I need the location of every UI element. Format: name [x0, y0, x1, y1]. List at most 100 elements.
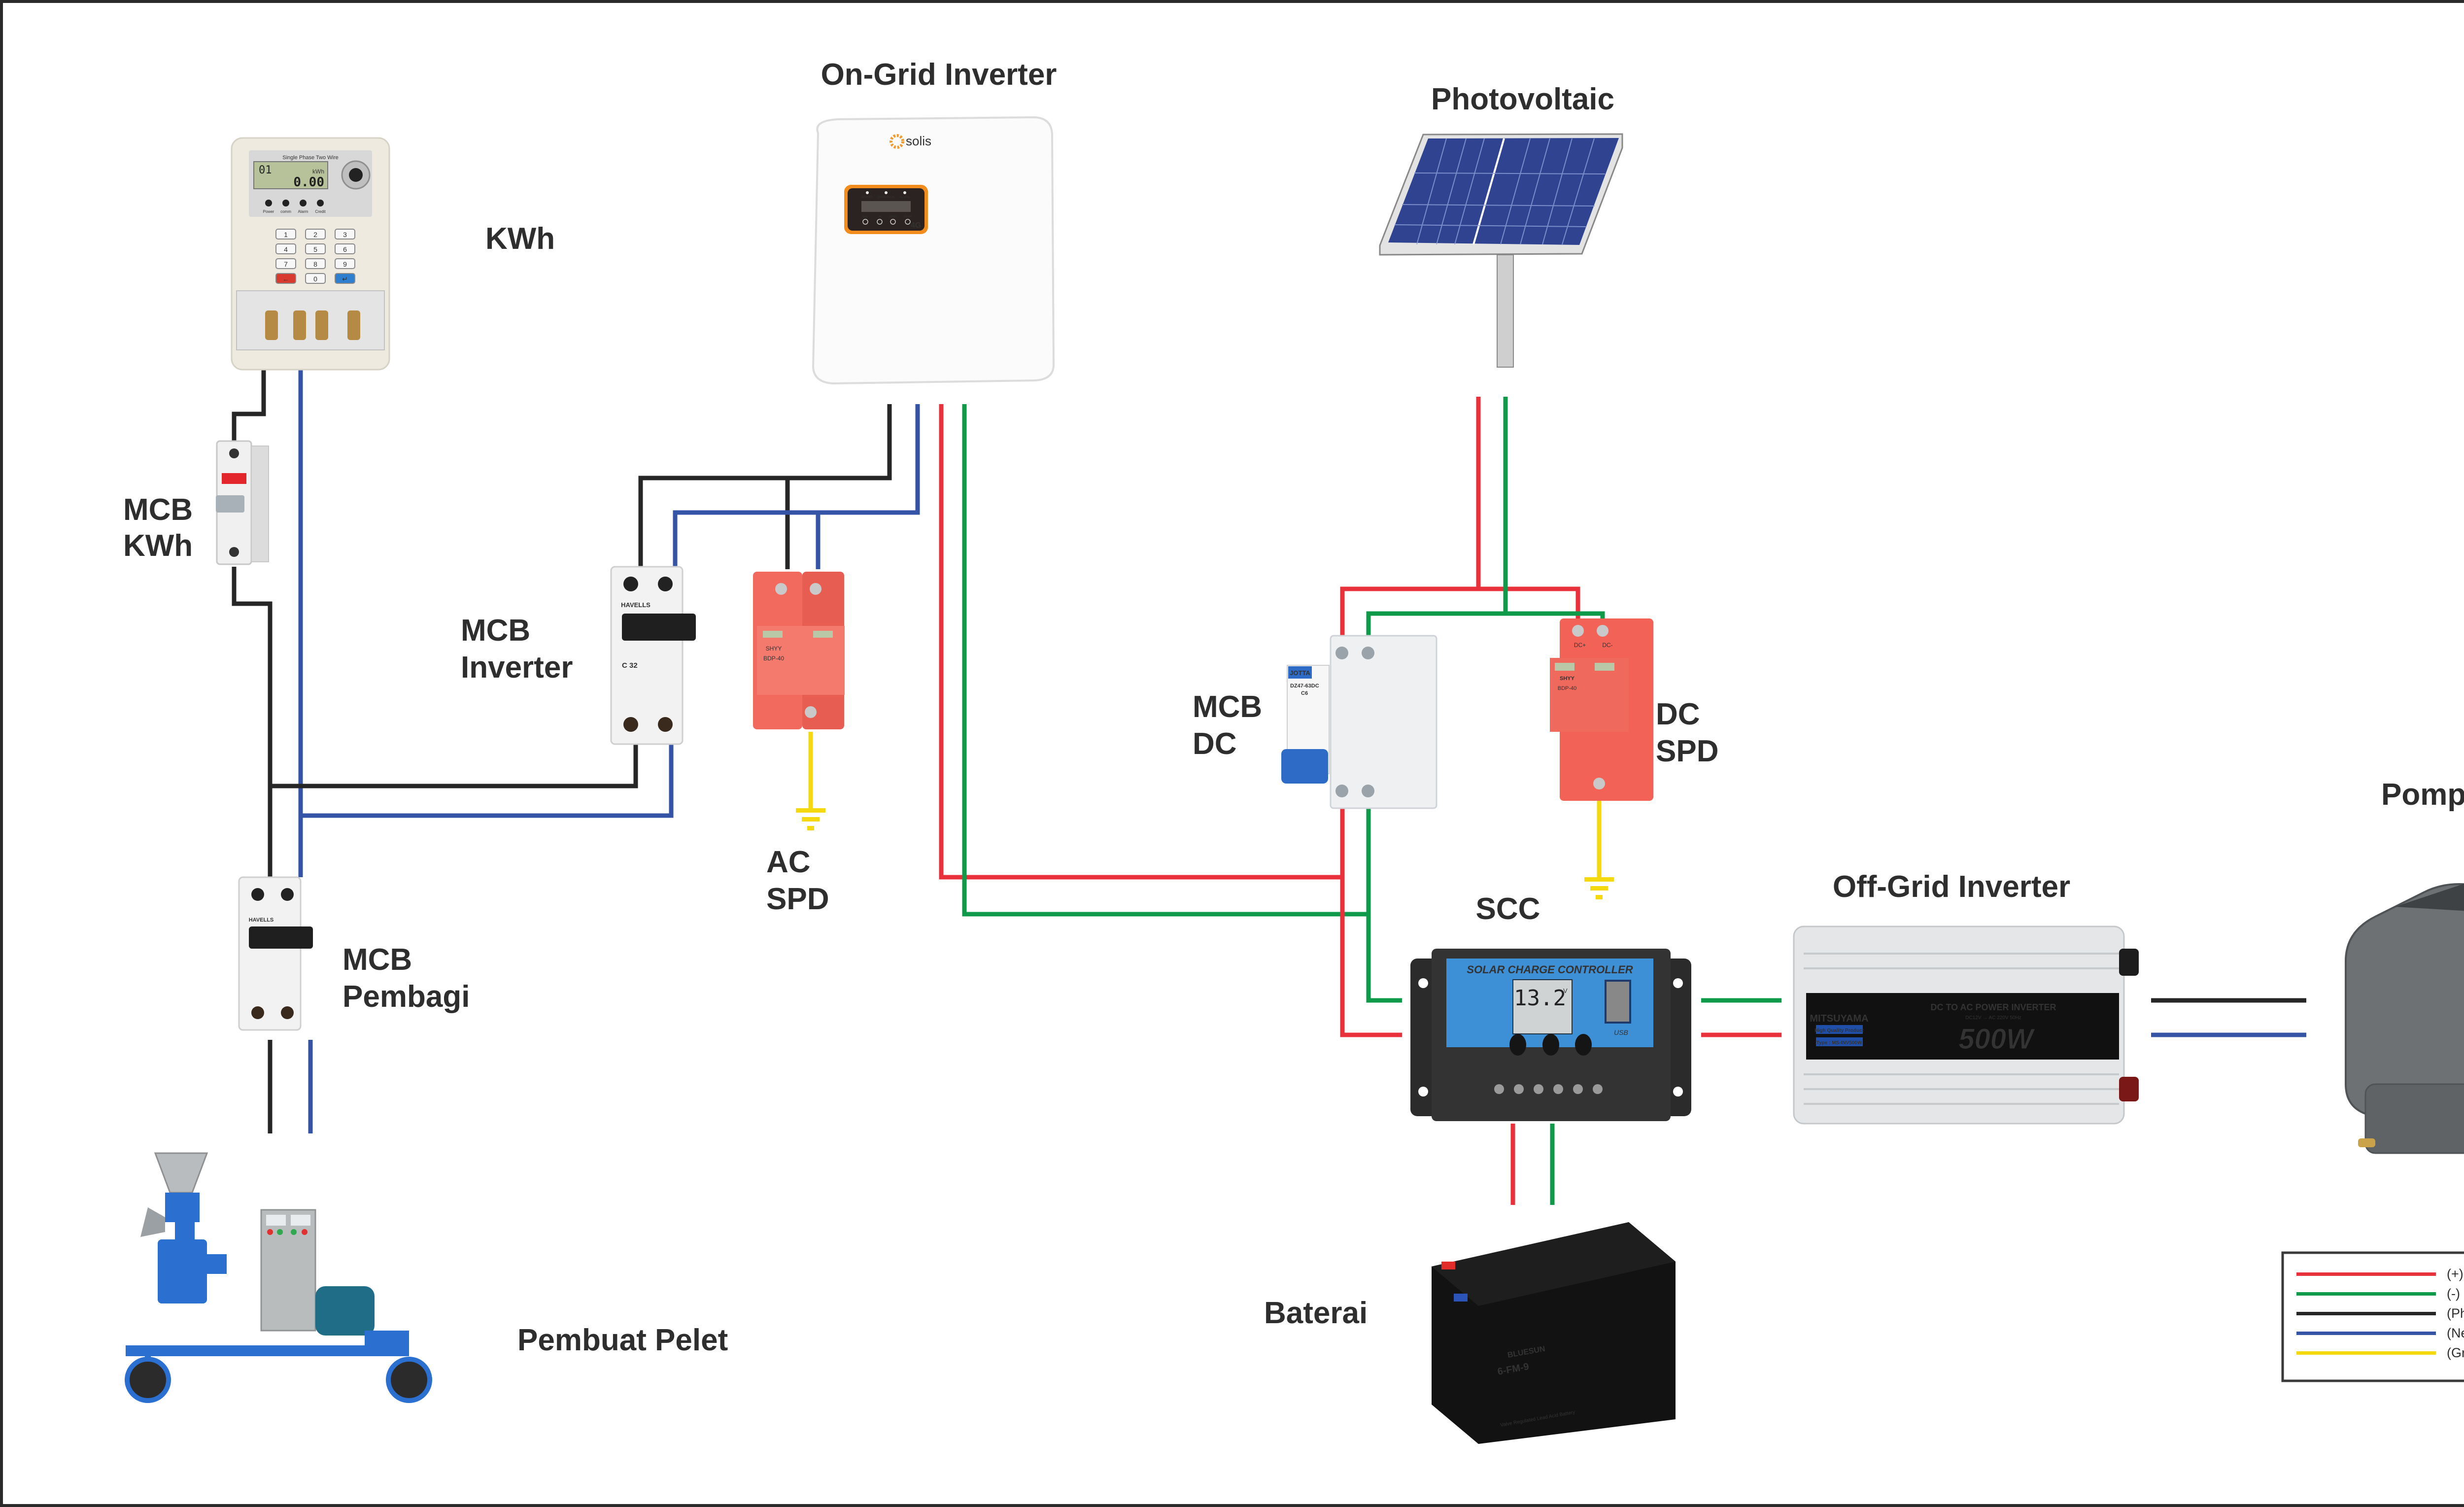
pellet-motor	[315, 1286, 375, 1336]
kwh-key: 0	[305, 273, 326, 284]
ongrid-button-label: ENTER	[904, 215, 912, 218]
legend-item-negative: (-)	[2296, 1286, 2460, 1301]
ongrid-button-label: UP	[878, 215, 882, 218]
kwh-key: ↵	[335, 273, 355, 284]
wire-neutral-mcb-inverter-to-bus	[301, 742, 674, 818]
wire-phase-kwh-to-mcb-kwh	[232, 367, 266, 444]
ongrid-button: DOWN	[889, 215, 897, 225]
legend-label-neutral: (Neutral Line)	[2447, 1326, 2464, 1340]
label-mcb-inverter-line1: MCB	[461, 614, 530, 648]
legend-swatch-neutral	[2296, 1332, 2436, 1335]
scc-lcd	[1512, 979, 1573, 1034]
wire-pos-mcb-dc-to-scc	[1340, 803, 1402, 1037]
ongrid-indicator-label: ALARM	[900, 196, 910, 199]
ongrid-indicator: OPERATION	[878, 191, 895, 199]
mcb-pembagi: HAVELLS	[238, 876, 313, 1031]
label-dc-spd-line2: SPD	[1656, 734, 1718, 768]
scc-lcd-unit: V	[1563, 987, 1568, 994]
offgrid-tagline: High Quality Product	[1814, 1028, 1864, 1033]
mcb-pembagi-brand: HAVELLS	[249, 917, 274, 923]
wire-neg-mcb-dc-to-scc	[1366, 803, 1402, 1003]
kwh-key: 5	[305, 243, 326, 254]
label-mcb-inverter-line2: Inverter	[461, 651, 573, 685]
mcb-pembagi-toggle	[249, 926, 313, 949]
legend-item-ground: (Ground)	[2296, 1345, 2464, 1360]
ground-symbol-ac-spd	[796, 808, 825, 830]
label-mcb-dc-line2: DC	[1193, 727, 1237, 761]
ongrid-buttons: ESC UP DOWN ENTER	[862, 215, 912, 225]
label-mcb-dc-line1: MCB	[1193, 690, 1262, 724]
kwh-key: 1	[275, 229, 296, 240]
legend-box	[2281, 1251, 2464, 1382]
kwh-key: 3	[335, 229, 355, 240]
mcb-dc: JOTTA DZ47-63DC C6	[1281, 635, 1437, 809]
mcb-inverter: HAVELLS C 32	[610, 566, 696, 745]
wire-neutral-inverter-to-mcb-inverter	[673, 404, 920, 567]
pv-grid-lines	[1394, 138, 1606, 245]
scc-terminals	[1494, 1084, 1603, 1094]
photovoltaic-panel	[1379, 133, 1623, 368]
label-baterai: Baterai	[1264, 1296, 1368, 1330]
ongrid-brand: solis	[906, 134, 931, 148]
ground-symbol-dc-spd	[1584, 877, 1614, 899]
solis-logo-icon	[890, 134, 904, 149]
offgrid-brand: MITSUYAMA	[1810, 1013, 1868, 1024]
kwh-key-label: 3	[343, 231, 347, 239]
battery-positive-terminal-icon	[1441, 1262, 1455, 1269]
mcb-dc-toggle	[1281, 749, 1328, 784]
wire-neg-inverter-dc	[962, 404, 1369, 917]
ongrid-series: 4G	[911, 221, 921, 230]
kwh-key-label: 9	[343, 260, 347, 268]
kwh-key-label: 6	[343, 245, 347, 253]
offgrid-spec: DC12V → AC 220V 50Hz	[1965, 1015, 2021, 1021]
scc-lcd-value: 13.2	[1514, 986, 1566, 1011]
legend-items: (+)(-)(Phase Line)(Neutral Line)(Ground)	[2296, 1267, 2464, 1360]
legend-swatch-phase	[2296, 1312, 2436, 1315]
label-mcb-kwh-line2: KWh	[123, 529, 193, 563]
battery: BLUESUN 6-FM-9 Valve Regulated Lead Acid…	[1432, 1222, 1676, 1444]
label-offgrid-inverter: Off-Grid Inverter	[1833, 870, 2070, 904]
ongrid-indicator-label: OPERATION	[878, 196, 895, 199]
scc-panel-title: SOLAR CHARGE CONTROLLER	[1467, 963, 1633, 976]
jotta-logo-icon	[1288, 666, 1312, 679]
legend-swatch-negative	[2296, 1292, 2436, 1296]
kwh-key-label: 8	[313, 260, 317, 268]
mcb-inverter-toggle	[622, 614, 696, 641]
kwh-lcd	[253, 161, 328, 189]
legend-label-positive: (+)	[2447, 1267, 2464, 1281]
mcb-dc-brand: JOTTA	[1290, 669, 1310, 677]
kwh-key-label: 7	[284, 260, 288, 268]
legend-swatch-positive	[2296, 1272, 2436, 1276]
scc-usb-label: USB	[1614, 1028, 1628, 1036]
legend-label-negative: (-)	[2447, 1286, 2460, 1301]
label-mcb-kwh-line1: MCB	[123, 493, 193, 527]
legend-item-neutral: (Neutral Line)	[2296, 1326, 2464, 1340]
scc-buttons	[1509, 1034, 1592, 1056]
kwh-indicator-label: comm	[280, 209, 291, 214]
ongrid-button: UP	[877, 215, 883, 225]
kwh-lcd-unit: kWh	[312, 168, 324, 175]
ongrid-indicator: ALARM	[900, 191, 910, 199]
kwh-key: 2	[305, 229, 326, 240]
mcb-dc-rating: C6	[1301, 690, 1308, 696]
scc-usb-ports	[1605, 980, 1631, 1024]
mcb-dc-model: DZ47-63DC	[1290, 683, 1319, 689]
mcb-kwh	[216, 440, 269, 565]
kwh-indicator-label: Credit	[315, 209, 326, 214]
wire-phase-mcb-inverter-to-bus	[270, 742, 638, 788]
kwh-key-label: 0	[313, 275, 317, 283]
offgrid-type: Type : MS-INV500W	[1816, 1040, 1862, 1046]
ongrid-button-label: ESC	[863, 215, 868, 218]
offgrid-positive-terminal-icon	[2119, 1077, 2139, 1101]
wire-phase-mcb-kwh-down	[232, 567, 273, 877]
kwh-key: 9	[335, 258, 355, 269]
kwh-key: ←	[275, 273, 296, 284]
kwh-terminal-screws	[265, 310, 360, 340]
kwh-key-label: 1	[284, 231, 288, 239]
offgrid-negative-terminal-icon	[2119, 949, 2139, 976]
dc-spd-brand: SHYY	[1560, 676, 1575, 682]
